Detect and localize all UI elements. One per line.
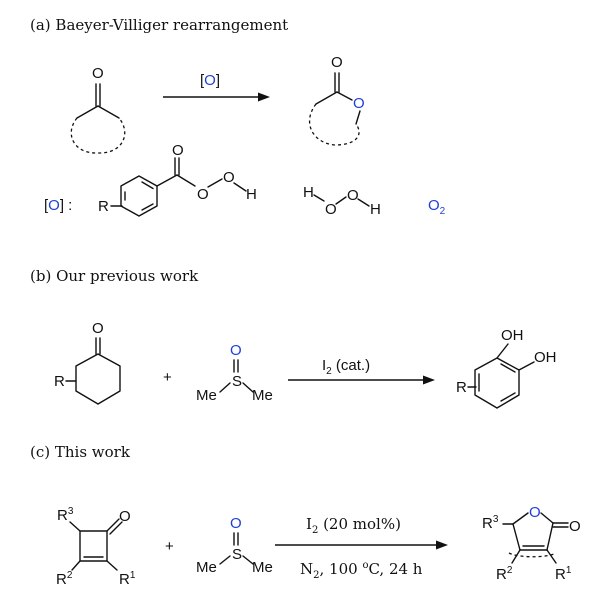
peracid-structure: R O O O H <box>98 142 257 217</box>
heading-section-a: (a) Baeyer-Villiger rearrangement <box>30 16 288 34</box>
catechol-r-label: R <box>456 379 467 396</box>
dmso-oxygen-label-b: O <box>230 342 242 359</box>
cyclobutenone-oxygen-label: O <box>119 508 131 525</box>
catalyst-label-c: I2 (20 mol%) <box>306 515 401 536</box>
dmso-structure-b: O S Me Me <box>196 342 273 404</box>
cyclobutenone-structure: R3 O R2 R1 <box>56 506 136 588</box>
butenolide-r1-label: R1 <box>555 565 572 583</box>
dmso-structure-c: O S Me Me <box>196 515 273 576</box>
h2o2-hydrogen-2-label: H <box>370 201 381 218</box>
cyclobutenone-r3-label: R3 <box>57 506 74 524</box>
butenolide-ring-oxygen-label: O <box>529 504 541 521</box>
dmso-methyl-2-label-c: Me <box>252 559 273 576</box>
plus-sign-c: + <box>165 538 174 555</box>
oxidant-list-label: [O] : <box>44 197 72 214</box>
catechol-oh-1-label: OH <box>501 327 524 344</box>
cyclohexanone-structure: O R <box>54 320 121 405</box>
dmso-methyl-1-label-b: Me <box>196 387 217 404</box>
dmso-oxygen-label-c: O <box>230 515 242 532</box>
cyclic-ketone-structure: O <box>70 65 126 154</box>
peracid-hydrogen-label: H <box>246 186 257 203</box>
heading-section-c: (c) This work <box>30 443 131 461</box>
dmso-sulfur-label-b: S <box>232 373 242 390</box>
catechol-structure: OH OH R <box>456 327 557 409</box>
h2o2-oxygen-1-label: O <box>325 201 337 218</box>
reaction-arrow-c: I2 (20 mol%) N2, 100 oC, 24 h <box>275 515 448 581</box>
h2o2-hydrogen-1-label: H <box>303 184 314 201</box>
catechol-oh-2-label: OH <box>534 349 557 366</box>
catalyst-label-b: I2 (cat.) <box>322 357 370 377</box>
butenolide-structure: R3 O O R2 R1 <box>482 504 581 583</box>
lactone-structure: O O <box>308 54 365 146</box>
carbonyl-oxygen-label: O <box>92 65 104 82</box>
peracid-oxygen-2-label: O <box>223 169 235 186</box>
dmso-methyl-2-label-b: Me <box>252 387 273 404</box>
h2o2-oxygen-2-label: O <box>347 187 359 204</box>
peracid-r-label: R <box>98 198 109 215</box>
peracid-carbonyl-oxygen-label: O <box>172 142 184 159</box>
hydrogen-peroxide-structure: H O O H <box>303 184 381 218</box>
dmso-methyl-1-label-c: Me <box>196 559 217 576</box>
reaction-arrow-a: [O] <box>163 72 270 102</box>
lactone-carbonyl-oxygen-label: O <box>331 54 343 71</box>
ring-oxygen-label: O <box>353 95 365 112</box>
plus-sign-b: + <box>163 369 172 386</box>
cyclobutenone-r2-label: R2 <box>56 570 73 588</box>
dioxygen-label: O2 <box>428 197 446 217</box>
oxidant-list: [O] : R O O O H H O O <box>44 142 446 218</box>
cyclobutenone-r1-label: R1 <box>119 570 136 588</box>
dmso-sulfur-label-c: S <box>232 546 242 563</box>
heading-section-b: (b) Our previous work <box>30 267 199 285</box>
butenolide-carbonyl-oxygen-label: O <box>569 518 581 535</box>
cyclohexanone-r-label: R <box>54 373 65 390</box>
butenolide-r2-label: R2 <box>496 565 513 583</box>
reaction-arrow-b: I2 (cat.) <box>288 357 435 385</box>
cyclohexanone-oxygen-label: O <box>92 320 104 337</box>
butenolide-r3-label: R3 <box>482 514 499 532</box>
conditions-label-c: N2, 100 oC, 24 h <box>300 560 423 581</box>
oxidant-reagent-label: [O] <box>200 72 220 89</box>
peracid-oxygen-1-label: O <box>197 186 209 203</box>
